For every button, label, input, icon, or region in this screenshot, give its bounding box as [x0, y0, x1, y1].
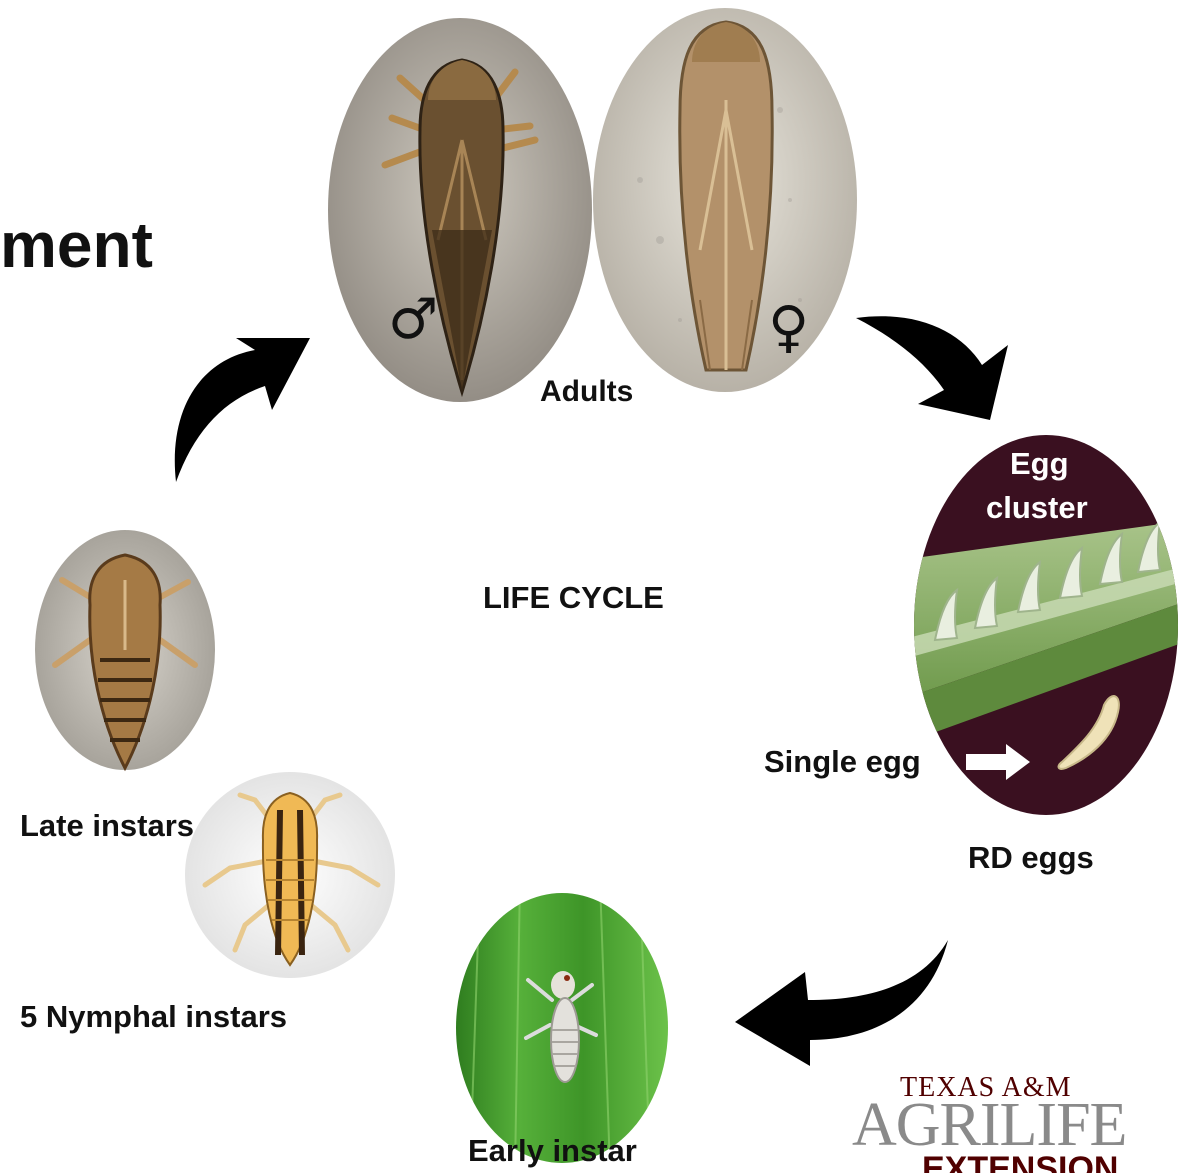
- late-instar-photo: [35, 530, 215, 770]
- early-instar-label: Early instar: [468, 1133, 637, 1169]
- early-instar-photo: [456, 880, 668, 1170]
- female-symbol: ♀: [768, 295, 809, 360]
- logo-line-3: EXTENSION: [922, 1150, 1118, 1173]
- adult-male-photo: [328, 18, 592, 402]
- male-symbol: ♂: [388, 287, 438, 352]
- nymph-photo: [185, 772, 395, 978]
- late-instars-label: Late instars: [20, 808, 194, 844]
- egg-cluster-label-line2: cluster: [986, 490, 1088, 526]
- adult-female-photo: [593, 8, 857, 392]
- adults-label: Adults: [540, 375, 633, 409]
- texas-am-agrilife-logo: TEXAS A&M AGRILIFE EXTENSION: [850, 1072, 1180, 1173]
- arrow-to-early-instar-icon: [735, 940, 948, 1066]
- nymphal-instars-label: 5 Nymphal instars: [20, 999, 287, 1035]
- egg-cluster-label-line1: Egg: [1010, 446, 1069, 482]
- life-cycle-label: LIFE CYCLE: [483, 580, 664, 616]
- rd-eggs-label: RD eggs: [968, 840, 1094, 876]
- arrow-to-adults-icon: [175, 338, 310, 482]
- single-egg-label: Single egg: [764, 744, 921, 780]
- arrow-to-eggs-icon: [856, 316, 1008, 420]
